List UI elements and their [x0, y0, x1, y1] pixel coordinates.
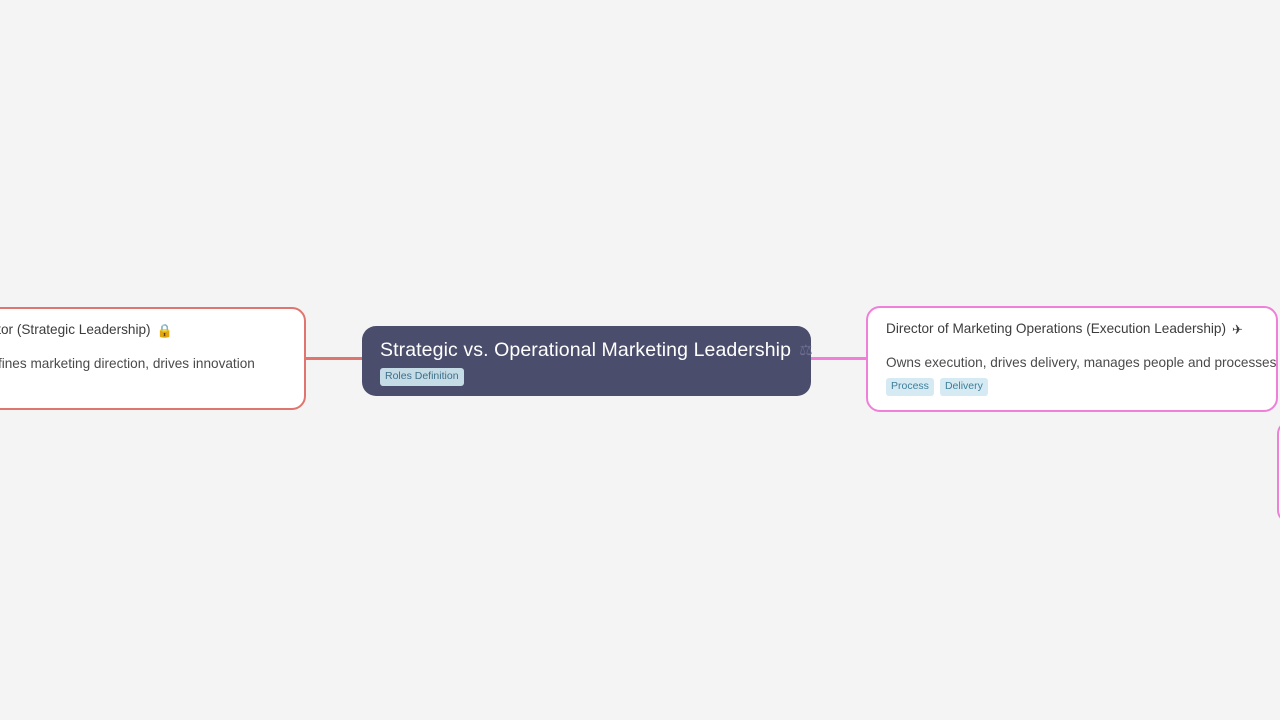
- branch-right-title-row: Director of Marketing Operations (Execut…: [886, 320, 1258, 338]
- branch-right-title-text: Director of Marketing Operations (Execut…: [886, 321, 1227, 336]
- branch-right-tag[interactable]: Process: [886, 378, 934, 396]
- central-node-root-topic[interactable]: Strategic vs. Operational Marketing Lead…: [362, 326, 813, 396]
- central-title-row: Strategic vs. Operational Marketing Lead…: [380, 338, 813, 362]
- connector-center-to-right-branch: [808, 357, 868, 360]
- branch-left-description: Owns vision, defines marketing direction…: [0, 356, 255, 371]
- balance-scale-icon: ⚖: [799, 341, 813, 359]
- airplane-icon: ✈: [1232, 321, 1243, 337]
- branch-left-title-row: Marketing Director (Strategic Leadership…: [0, 321, 286, 339]
- branch-left-title-text: Marketing Director (Strategic Leadership…: [0, 322, 151, 337]
- central-title-text: Strategic vs. Operational Marketing Lead…: [380, 339, 792, 361]
- central-tag[interactable]: Roles Definition: [380, 368, 464, 386]
- branch-node-strategic-leadership[interactable]: Marketing Director (Strategic Leadership…: [0, 307, 306, 410]
- branch-right-tag[interactable]: Delivery: [939, 378, 988, 396]
- branch-right-tag-list: Process Delivery: [886, 378, 1258, 396]
- central-tag-list: Roles Definition: [380, 368, 793, 386]
- lock-icon: 🔒: [156, 322, 173, 338]
- connector-center-to-left-branch: [303, 357, 365, 360]
- branch-left-tag-list: Strategy Vision: [0, 379, 286, 397]
- branch-right-description: Owns execution, drives delivery, manages…: [886, 355, 1277, 370]
- branch-node-execution-leadership[interactable]: Director of Marketing Operations (Execut…: [866, 306, 1278, 412]
